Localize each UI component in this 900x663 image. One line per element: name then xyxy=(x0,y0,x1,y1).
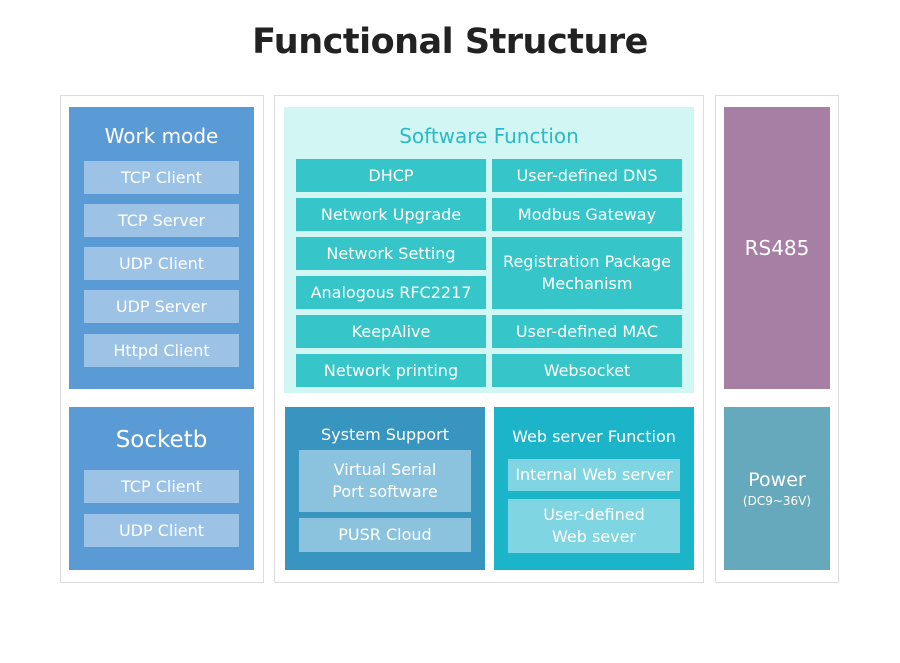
work-mode-item: TCP Client xyxy=(84,161,239,194)
software-function-title: Software Function xyxy=(399,124,579,148)
software-item-left: Network Upgrade xyxy=(296,198,486,231)
power-label: Power xyxy=(748,469,806,491)
software-item-left: DHCP xyxy=(296,159,486,192)
diagram-title: Functional Structure xyxy=(252,22,648,62)
software-item-right: Websocket xyxy=(492,354,682,387)
power-voltage: (DC9~36V) xyxy=(742,494,812,508)
socketb-item: UDP Client xyxy=(84,514,239,547)
work-mode-item: UDP Client xyxy=(84,247,239,280)
software-item-left: Analogous RFC2217 xyxy=(296,276,486,309)
software-item-right: User-defined MAC xyxy=(492,315,682,348)
web-server-title: Web server Function xyxy=(512,427,676,446)
software-item-right: User-defined DNS xyxy=(492,159,682,192)
work-mode-item: Httpd Client xyxy=(84,334,239,367)
software-item-right: Modbus Gateway xyxy=(492,198,682,231)
software-item-left: Network Setting xyxy=(296,237,486,270)
web-server-item: Internal Web server xyxy=(508,459,680,491)
system-support-item: Virtual Serial Port software xyxy=(299,450,471,512)
work-mode-item: UDP Server xyxy=(84,290,239,323)
web-server-item: User-defined Web sever xyxy=(508,499,680,553)
system-support-title: System Support xyxy=(321,425,449,444)
software-item-left: KeepAlive xyxy=(296,315,486,348)
system-support-item: PUSR Cloud xyxy=(299,518,471,552)
work-mode-item: TCP Server xyxy=(84,204,239,237)
rs485-block: RS485 xyxy=(724,107,830,389)
socketb-title: Socketb xyxy=(115,427,208,453)
software-item-left: Network printing xyxy=(296,354,486,387)
software-item-right: Registration Package Mechanism xyxy=(492,237,682,309)
work-mode-title: Work mode xyxy=(104,124,219,148)
socketb-item: TCP Client xyxy=(84,470,239,503)
power-block: Power (DC9~36V) xyxy=(724,407,830,570)
